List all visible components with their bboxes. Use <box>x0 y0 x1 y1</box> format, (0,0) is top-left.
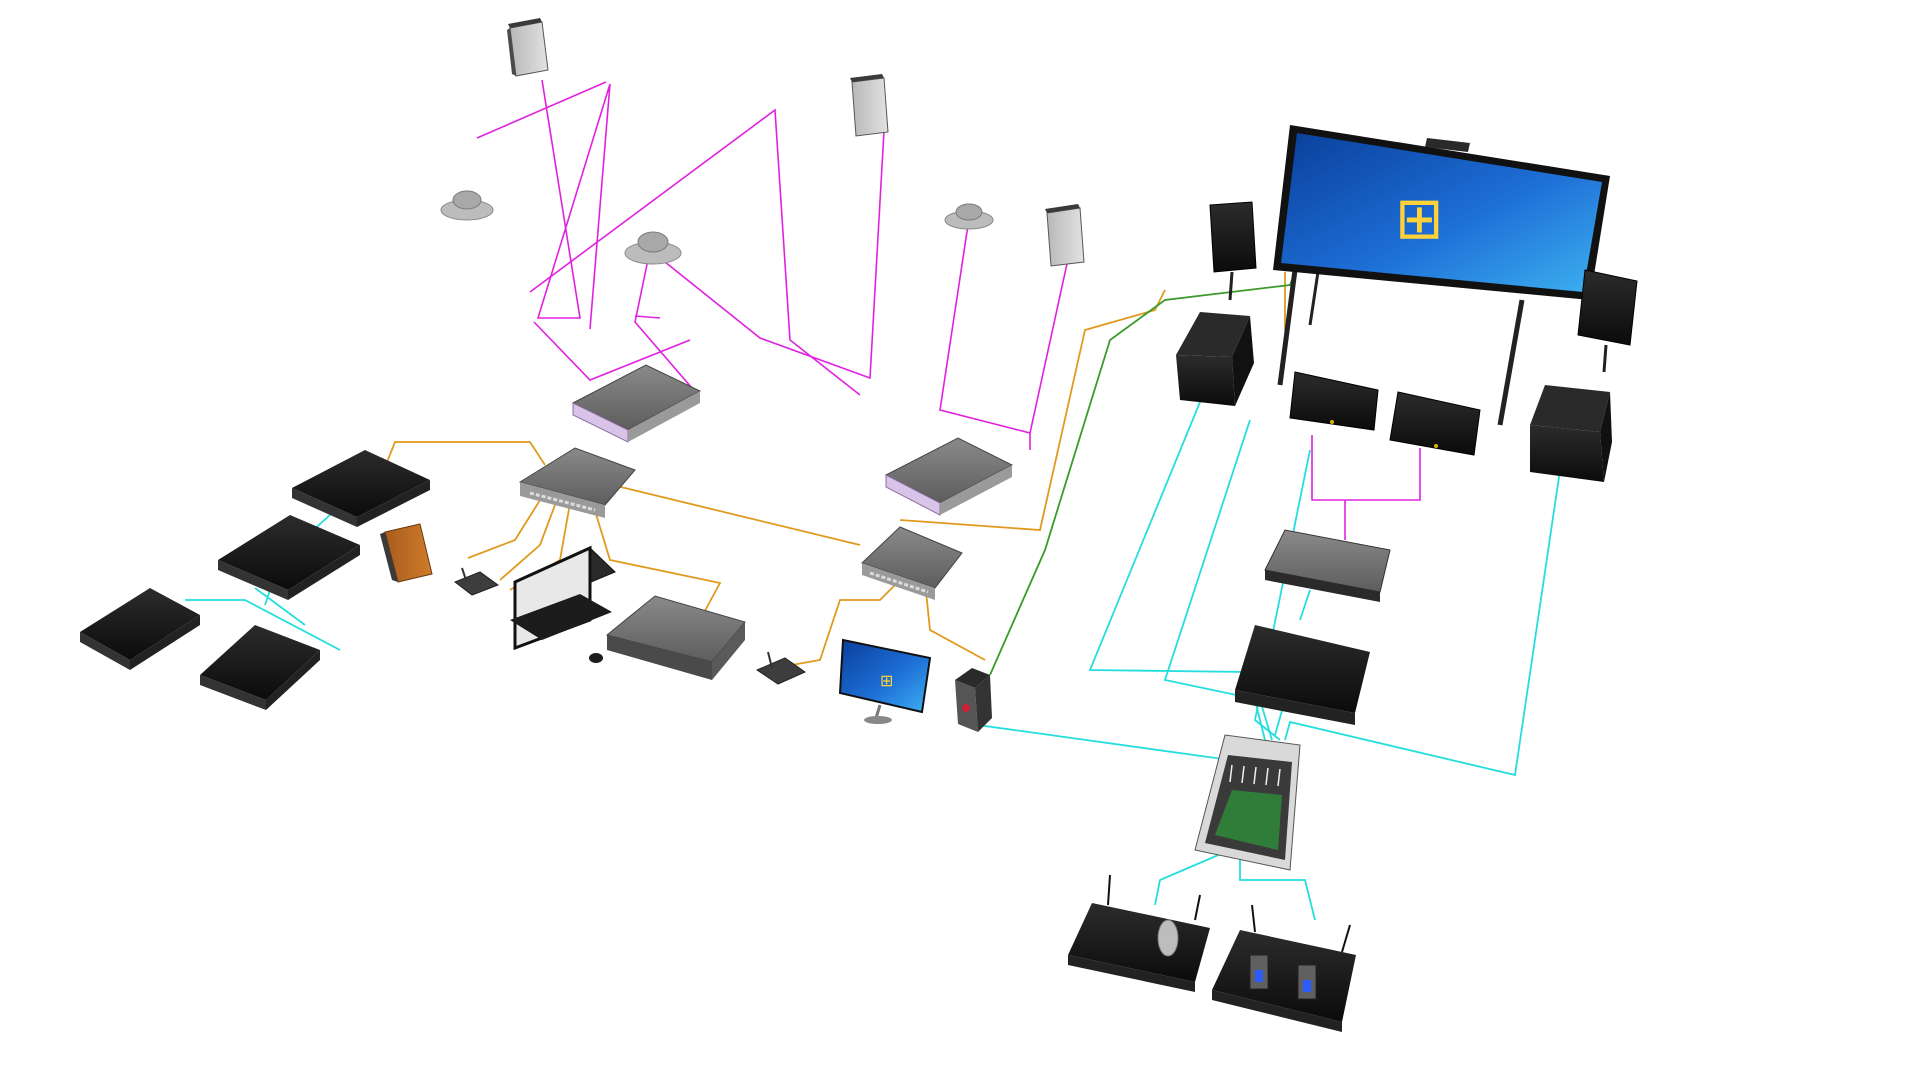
desktop-monitor[interactable]: ⊞ <box>838 638 932 724</box>
speaker-cable <box>634 130 885 396</box>
audio-cable <box>1284 469 1561 777</box>
network-cable <box>899 289 1166 531</box>
audio-cable <box>1154 849 1231 906</box>
windows-logo-icon: ⊞ <box>880 671 893 690</box>
network-cable <box>924 581 986 661</box>
recorder-4[interactable] <box>200 625 320 710</box>
recorder-1[interactable] <box>518 447 636 518</box>
handheld-microphone-icon <box>1157 919 1179 957</box>
ceiling-mount-speaker-3[interactable] <box>944 203 994 230</box>
laptop[interactable] <box>510 545 616 663</box>
main-display[interactable]: ⊞ <box>1273 125 1610 426</box>
network-switch-1[interactable] <box>571 364 702 443</box>
subwoofer-right[interactable] <box>1530 385 1612 482</box>
speaker-cable <box>529 108 861 396</box>
power-amplifier-2[interactable] <box>218 515 360 600</box>
processor[interactable] <box>955 668 992 732</box>
stage-speaker-left[interactable] <box>1209 201 1257 301</box>
server[interactable] <box>605 595 746 680</box>
stage-speaker-right[interactable] <box>1577 269 1638 373</box>
ceiling-mount-speaker-1[interactable] <box>440 190 494 221</box>
audio-cable <box>254 587 306 626</box>
ceiling-mount-speaker-2[interactable] <box>624 231 682 265</box>
monitor-speaker[interactable] <box>380 523 433 583</box>
audio-cable <box>1299 589 1311 621</box>
gooseneck-mic-2[interactable] <box>755 651 807 685</box>
ceiling-speaker-1[interactable] <box>507 18 549 77</box>
speaker-cables <box>476 79 1421 540</box>
power-amplifier-1[interactable] <box>292 450 430 527</box>
audio-cable <box>977 724 1231 761</box>
network-cable <box>584 477 722 621</box>
speaker-cable <box>476 81 607 139</box>
speaker-cable <box>536 79 611 330</box>
network-switch-2[interactable] <box>884 437 1014 516</box>
windows-logo-icon: ⊞ <box>1395 184 1444 252</box>
wireless-receiver-dual[interactable] <box>1212 904 1356 1032</box>
ceiling-speaker-3[interactable] <box>1045 204 1085 267</box>
network-cable <box>599 481 861 546</box>
audio-cable <box>1163 419 1273 741</box>
speaker-cable <box>1311 435 1421 501</box>
network-cable <box>774 574 906 669</box>
recorder-2[interactable] <box>861 526 963 600</box>
ceiling-speaker-2[interactable] <box>850 74 889 137</box>
stage-monitor-1[interactable] <box>1289 371 1379 431</box>
monitor-amplifier[interactable] <box>1264 529 1391 602</box>
wireless-receiver-handheld[interactable] <box>1068 874 1210 992</box>
recorder-3[interactable] <box>80 588 200 670</box>
speaker-cable <box>533 321 691 381</box>
gooseneck-mic-1[interactable] <box>453 567 500 596</box>
network-cable <box>384 441 546 468</box>
mouse-icon <box>589 653 603 663</box>
audio-cable <box>185 599 341 651</box>
audio-cable <box>1239 850 1316 921</box>
speaker-cable <box>634 315 661 319</box>
stage-monitor-2[interactable] <box>1389 391 1481 456</box>
subwoofer-left[interactable] <box>1176 312 1254 406</box>
main-amplifier[interactable] <box>1235 625 1370 725</box>
speaker-cable <box>939 224 1071 434</box>
camera[interactable] <box>1425 138 1470 152</box>
digital-mixer[interactable] <box>1194 734 1301 871</box>
